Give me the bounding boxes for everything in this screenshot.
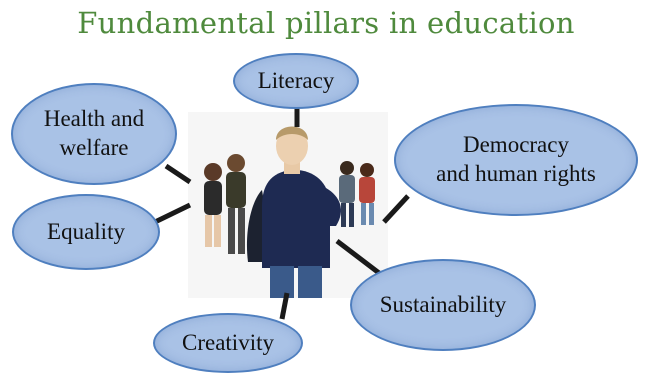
pillar-sustainability-label: Sustainability	[379, 291, 507, 317]
pillar-creativity-label: Creativity	[182, 329, 274, 355]
connector-health	[164, 163, 192, 185]
pillar-equality-bubble: Equality	[12, 194, 160, 270]
pillar-literacy-bubble: Literacy	[233, 53, 359, 109]
pillar-democracy-bubble: Democracy and human rights	[394, 104, 638, 216]
student-figure-left	[204, 163, 222, 247]
connector-creativity	[279, 292, 290, 320]
pillar-equality-label: Equality	[47, 218, 125, 244]
pillar-health-label: Health and welfare	[43, 106, 145, 160]
student-figure-left-2	[226, 154, 246, 254]
connector-sustainability	[335, 239, 385, 278]
students-photo	[188, 112, 388, 298]
pillar-literacy-label: Literacy	[257, 67, 335, 93]
pillar-creativity-bubble: Creativity	[153, 313, 303, 373]
student-figure-right	[339, 161, 355, 227]
pillar-sustainability-bubble: Sustainability	[350, 259, 536, 351]
pillar-health-bubble: Health and welfare	[11, 83, 177, 185]
connector-equality	[153, 202, 192, 225]
student-figure-main	[246, 126, 341, 298]
pillar-democracy-label: Democracy and human rights	[436, 132, 596, 186]
connector-democracy	[382, 194, 410, 224]
diagram-title: Fundamental pillars in education	[77, 6, 575, 40]
student-figure-right-2	[359, 163, 375, 225]
